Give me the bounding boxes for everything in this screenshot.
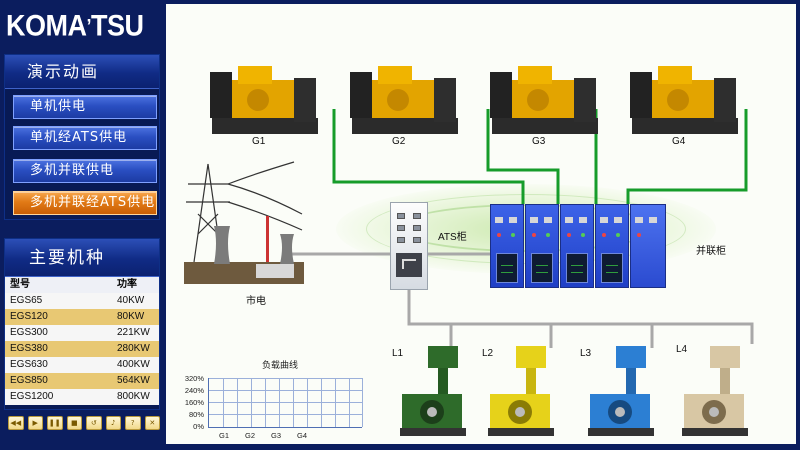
cell-model: EGS1200 xyxy=(10,391,54,402)
y-tick-label: 0% xyxy=(193,422,204,431)
cell-power: 221KW xyxy=(117,327,150,338)
cell-model: EGS380 xyxy=(10,343,48,354)
ats-label: ATS柜 xyxy=(438,232,467,243)
x-tick-label: G3 xyxy=(271,431,282,440)
y-tick-label: 160% xyxy=(184,398,204,407)
cell-power: 400KW xyxy=(117,359,150,370)
generator-label: G2 xyxy=(392,136,406,147)
load-label: L1 xyxy=(392,348,404,359)
pause-icon[interactable]: ❚❚ xyxy=(47,416,63,430)
generator-label: G1 xyxy=(252,136,266,147)
cable-g4 xyxy=(626,109,748,204)
power-plant-icon xyxy=(184,161,304,284)
models-panel: 主要机种 型号 功率 EGS65 40KW EGS120 80KW EGS300 22… xyxy=(4,238,160,410)
generator-label: G3 xyxy=(532,136,546,147)
parallel-cabinet-3-icon[interactable] xyxy=(560,204,594,288)
table-row[interactable]: EGS1200 800KW xyxy=(5,389,159,405)
demo-menu-title: 演示动画 xyxy=(5,55,159,89)
generator-g1-icon[interactable] xyxy=(208,56,322,138)
x-tick-label: G2 xyxy=(245,431,256,440)
cable-g1 xyxy=(332,109,525,204)
cable-bus xyxy=(407,290,754,344)
x-tick-label: G1 xyxy=(219,431,230,440)
wiring-svg xyxy=(286,109,754,348)
cell-model: EGS120 xyxy=(10,311,48,322)
y-tick-label: 240% xyxy=(184,386,204,395)
models-table-header: 型号 功率 xyxy=(5,277,159,293)
generator-g2-icon[interactable] xyxy=(348,56,462,138)
cell-power: 80KW xyxy=(117,311,145,322)
table-row[interactable]: EGS630 400KW xyxy=(5,357,159,373)
play-icon[interactable]: ▶ xyxy=(27,416,43,430)
chart-plot-area: G1 G2 G3 G4 xyxy=(208,378,363,440)
menu-parallel-supply-button[interactable]: 多机并联供电 xyxy=(13,159,157,183)
cell-model: EGS65 xyxy=(10,295,43,306)
models-title: 主要机种 xyxy=(5,239,159,277)
cell-model: EGS300 xyxy=(10,327,48,338)
load-label: L4 xyxy=(676,344,688,355)
stop-icon[interactable]: ■ xyxy=(66,416,82,430)
load-l3-crusher-icon[interactable] xyxy=(586,342,660,442)
load-l1-crusher-icon[interactable] xyxy=(398,342,472,442)
cell-power: 800KW xyxy=(117,391,150,402)
replay-icon[interactable]: ↺ xyxy=(86,416,102,430)
parallel-cabinet-1-icon[interactable] xyxy=(490,204,524,288)
ats-cabinet-icon[interactable] xyxy=(390,202,428,290)
load-label: L2 xyxy=(482,348,494,359)
cell-model: EGS850 xyxy=(10,375,48,386)
header-model: 型号 xyxy=(10,279,30,290)
cell-power: 40KW xyxy=(117,295,145,306)
grid-label: 市电 xyxy=(246,296,266,307)
load-label: L3 xyxy=(580,348,592,359)
table-row[interactable]: EGS300 221KW xyxy=(5,325,159,341)
parallel-cabinet-5-icon[interactable] xyxy=(630,204,666,288)
load-curve-chart: 负载曲线 320% 240% 160% 80% 0% G1 G2 G3 G4 xyxy=(178,360,363,440)
generator-g4-icon[interactable] xyxy=(628,56,742,138)
playback-toolbar: ◀◀ ▶ ❚❚ ■ ↺ ♪ ? ✕ xyxy=(4,412,160,434)
y-tick-label: 80% xyxy=(188,410,204,419)
cable-g2 xyxy=(486,109,560,204)
table-row[interactable]: EGS850 564KW xyxy=(5,373,159,389)
komatsu-logo: KOMA’TSU xyxy=(6,9,144,43)
menu-parallel-ats-supply-button[interactable]: 多机并联经ATS供电 xyxy=(13,191,157,215)
load-l2-crusher-icon[interactable] xyxy=(486,342,560,442)
generator-g3-icon[interactable] xyxy=(488,56,602,138)
generator-label: G4 xyxy=(672,136,686,147)
table-row[interactable]: EGS120 80KW xyxy=(5,309,159,325)
menu-single-supply-button[interactable]: 单机供电 xyxy=(13,95,157,119)
cell-model: EGS630 xyxy=(10,359,48,370)
x-tick-label: G4 xyxy=(297,431,308,440)
cell-power: 280KW xyxy=(117,343,150,354)
table-row[interactable]: EGS380 280KW xyxy=(5,341,159,357)
menu-single-ats-supply-button[interactable]: 单机经ATS供电 xyxy=(13,126,157,150)
load-cables xyxy=(286,252,754,348)
help-icon[interactable]: ? xyxy=(125,416,141,430)
header-power: 功率 xyxy=(117,279,137,290)
cell-power: 564KW xyxy=(117,375,150,386)
power-diagram-canvas: G1 G2 G3 G4 市电 ATS柜 xyxy=(166,4,796,444)
prev-icon[interactable]: ◀◀ xyxy=(8,416,24,430)
chart-title: 负载曲线 xyxy=(262,361,299,371)
table-row[interactable]: EGS65 40KW xyxy=(5,293,159,309)
load-l4-crusher-icon[interactable] xyxy=(680,342,754,442)
sound-icon[interactable]: ♪ xyxy=(105,416,121,430)
exit-icon[interactable]: ✕ xyxy=(144,416,160,430)
demo-menu-panel: 演示动画 单机供电 单机经ATS供电 多机并联供电 多机并联经ATS供电 xyxy=(4,54,160,220)
parallel-cabinet-2-icon[interactable] xyxy=(525,204,559,288)
parallel-cabinet-label: 并联柜 xyxy=(696,246,726,257)
y-tick-label: 320% xyxy=(184,374,204,383)
parallel-cabinet-4-icon[interactable] xyxy=(595,204,629,288)
